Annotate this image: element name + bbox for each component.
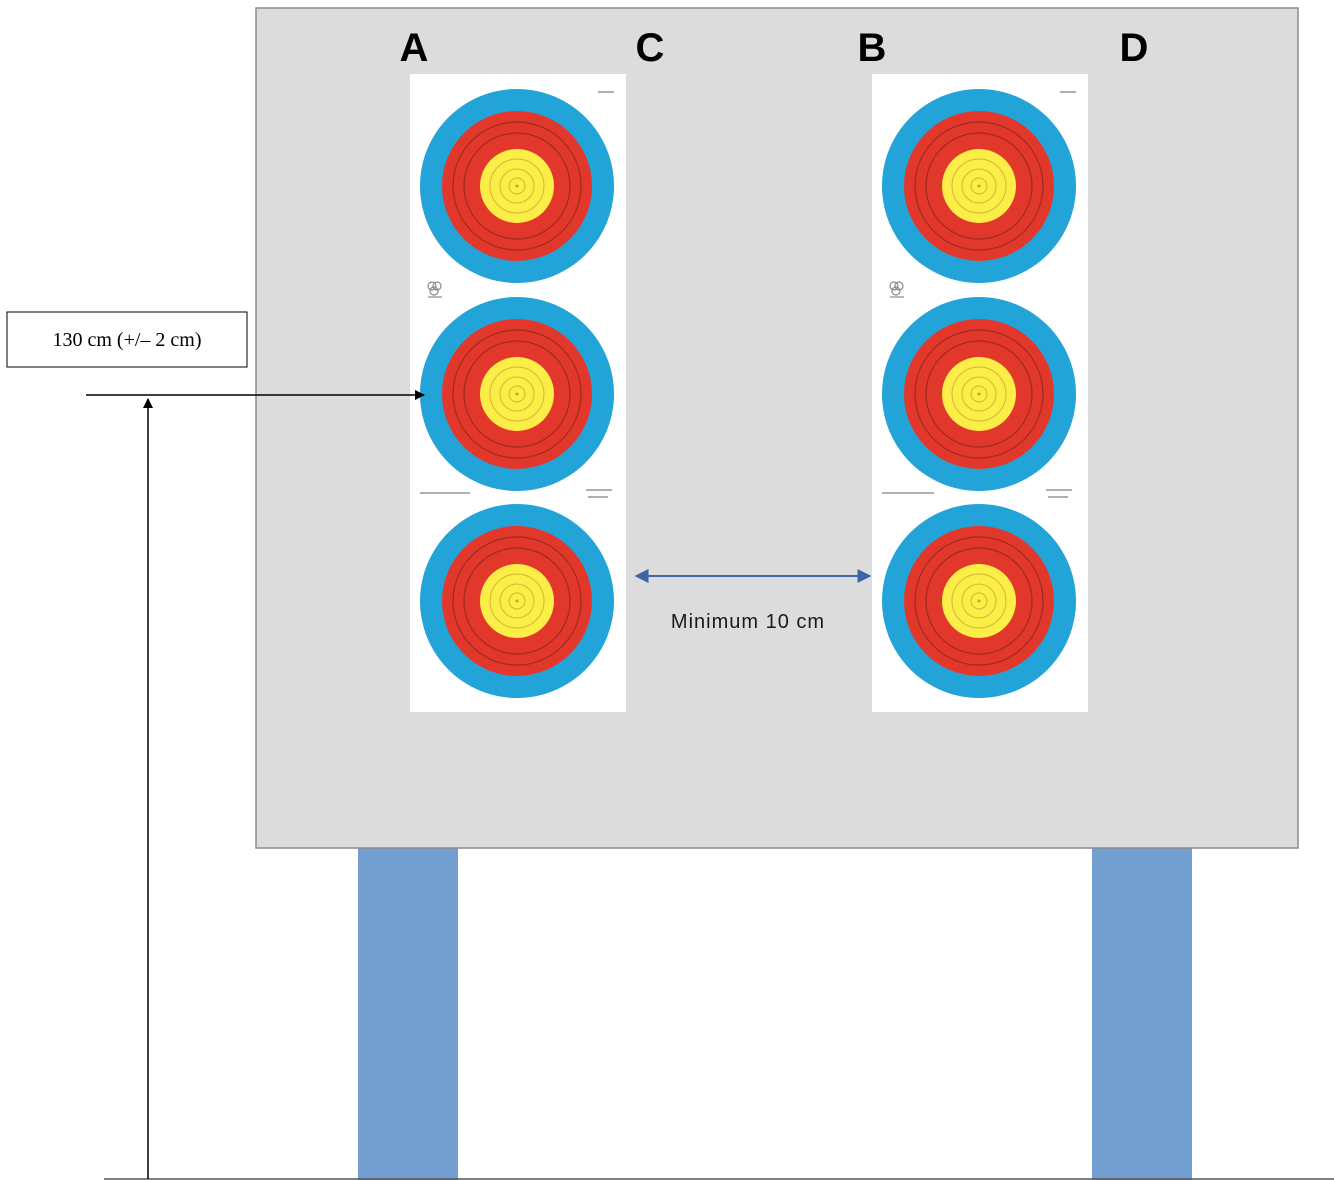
right-stand-leg: [1092, 846, 1192, 1180]
lane-label-c: C: [636, 26, 665, 70]
archery-logo-icon: [889, 281, 904, 298]
lane-label-d: D: [1120, 26, 1149, 70]
height-label-box: [6, 311, 248, 368]
sheet-fine-print-left: [420, 91, 614, 498]
left-stand-leg: [358, 846, 458, 1180]
sheet-fine-print-right: [882, 91, 1076, 498]
archery-target-face-icon: [882, 89, 1076, 283]
lane-label-a: A: [400, 26, 429, 70]
archery-target-face-icon: [420, 504, 614, 698]
target-faces: [420, 89, 1076, 698]
archery-logo-icon: [427, 281, 442, 298]
archery-target-face-icon: [420, 297, 614, 491]
height-label: 130 cm (+/– 2 cm): [52, 329, 201, 351]
lane-label-b: B: [858, 26, 887, 70]
archery-target-face-icon: [882, 297, 1076, 491]
archery-target-face-icon: [420, 89, 614, 283]
archery-target-face-icon: [882, 504, 1076, 698]
gap-label: Minimum 10 cm: [671, 611, 825, 633]
